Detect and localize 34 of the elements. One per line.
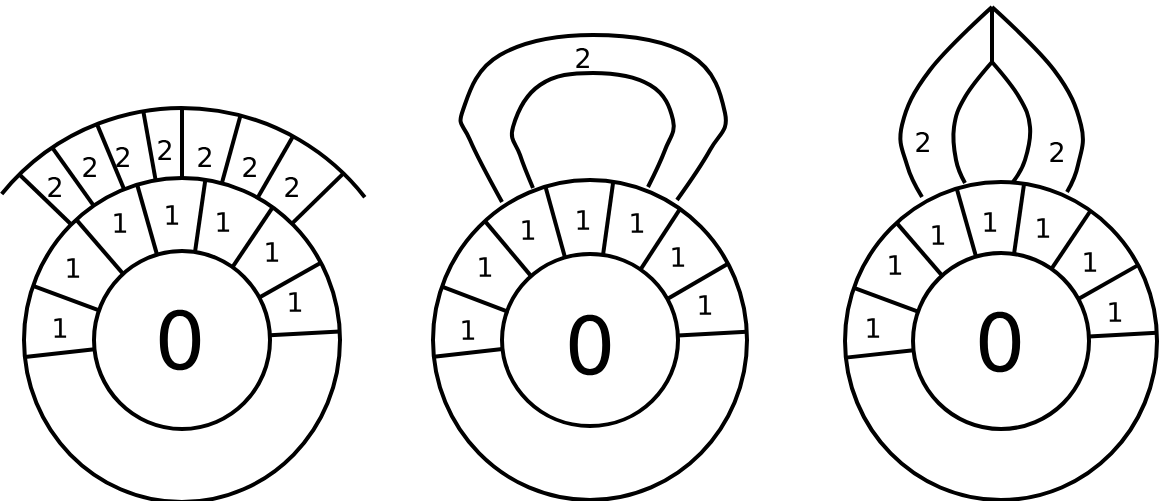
region-number: 2 [1050, 141, 1063, 162]
region-number: 1 [984, 212, 997, 232]
region-number: 1 [577, 210, 590, 230]
region-number: 1 [266, 242, 279, 262]
region-number: 2 [916, 131, 929, 152]
region-number: 1 [479, 257, 492, 277]
region-number: 1 [867, 318, 880, 338]
region-number: 1 [889, 255, 902, 275]
region-number: 0 [979, 311, 1021, 373]
region-number: 1 [54, 318, 67, 338]
region-number: 1 [1084, 252, 1097, 272]
region-number: 1 [699, 295, 712, 315]
region-number: 2 [243, 156, 256, 177]
region-number: 1 [289, 292, 302, 312]
region-number: 1 [522, 220, 535, 240]
region-number: 1 [932, 225, 945, 245]
region-number: 2 [83, 156, 96, 177]
region-number: 2 [48, 176, 61, 197]
region-number: 0 [569, 314, 611, 376]
region-number: 1 [166, 205, 179, 225]
region-number: 2 [285, 176, 298, 197]
region-number: 0 [159, 309, 201, 371]
region-number: 1 [672, 247, 685, 267]
region-number: 2 [576, 47, 589, 68]
region-number: 2 [116, 146, 129, 167]
region-number: 1 [1109, 302, 1122, 322]
region-number: 1 [114, 213, 127, 233]
region-number: 1 [462, 320, 475, 340]
region-number: 2 [198, 146, 211, 167]
region-number: 1 [1037, 218, 1050, 238]
region-number: 1 [631, 213, 644, 233]
region-number: 1 [217, 212, 230, 232]
region-number: 1 [67, 258, 80, 278]
region-number: 2 [158, 139, 171, 160]
